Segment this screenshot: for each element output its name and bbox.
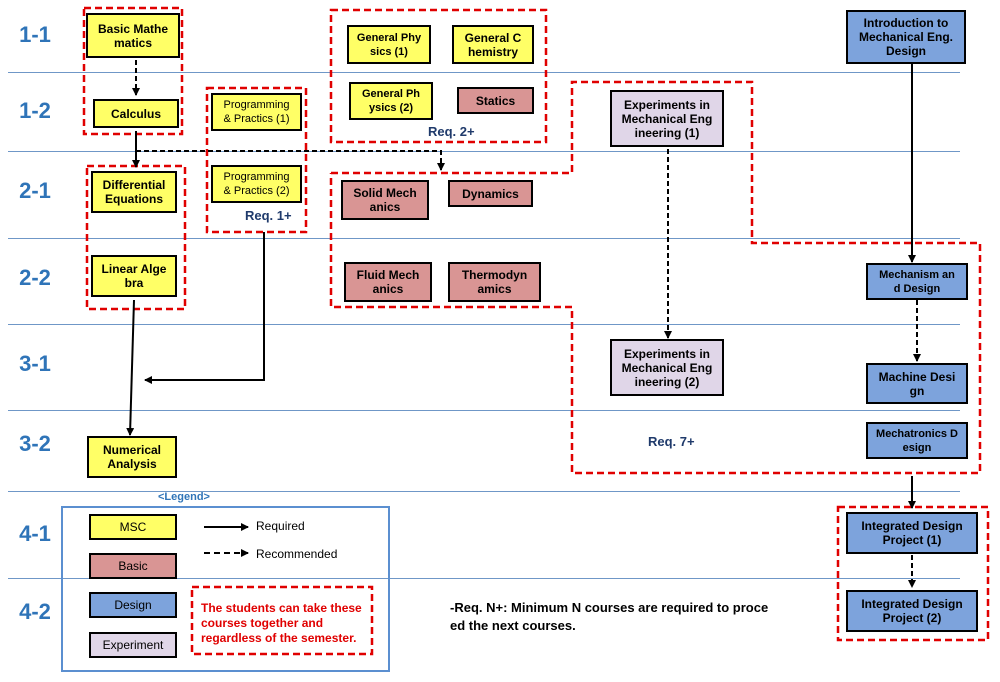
legend-msc-swatch: MSC bbox=[89, 514, 177, 540]
semester-label-2-2: 2-2 bbox=[19, 265, 51, 290]
course-integrated-design-1[interactable]: Integrated Design Project (1) bbox=[846, 512, 978, 554]
course-statics[interactable]: Statics bbox=[457, 87, 534, 114]
course-mechatronics-design[interactable]: Mechatronics D esign bbox=[866, 422, 968, 459]
semester-label-2-1: 2-1 bbox=[19, 178, 51, 203]
semester-label-3-1: 3-1 bbox=[19, 351, 51, 376]
arrow-calculus-to-engineering bbox=[136, 150, 445, 171]
legend-basic-swatch: Basic bbox=[89, 553, 177, 579]
legend-recommended-label: Recommended bbox=[256, 547, 338, 561]
semester-label-4-2: 4-2 bbox=[19, 599, 51, 624]
legend-experiment-swatch: Experiment bbox=[89, 632, 177, 658]
course-general-physics-1[interactable]: General Phy sics (1) bbox=[347, 25, 431, 64]
semester-label-3-2: 3-2 bbox=[19, 431, 51, 456]
semester-label-1-2: 1-2 bbox=[19, 98, 51, 123]
course-dynamics[interactable]: Dynamics bbox=[448, 180, 533, 207]
course-thermodynamics[interactable]: Thermodyn amics bbox=[448, 262, 541, 302]
course-numerical-analysis[interactable]: Numerical Analysis bbox=[87, 436, 177, 478]
course-programming-1[interactable]: Programming & Practics (1) bbox=[211, 93, 302, 131]
legend-title: <Legend> bbox=[158, 491, 210, 503]
legend-note: The students can take these courses toge… bbox=[201, 601, 362, 645]
course-solid-mechanics[interactable]: Solid Mech anics bbox=[341, 180, 429, 220]
course-general-physics-2[interactable]: General Ph ysics (2) bbox=[349, 82, 433, 120]
requirement-label-1: Req. 1+ bbox=[245, 208, 292, 223]
semester-label-4-1: 4-1 bbox=[19, 521, 51, 546]
semester-divider bbox=[8, 238, 960, 239]
group-frame-sciences bbox=[329, 8, 548, 144]
course-linear-algebra[interactable]: Linear Alge bra bbox=[91, 255, 177, 297]
group-frame-capstone bbox=[836, 505, 990, 642]
group-frame-programming bbox=[205, 86, 308, 234]
legend-design-swatch: Design bbox=[89, 592, 177, 618]
legend-frame bbox=[61, 506, 390, 672]
course-differential-equations[interactable]: Differential Equations bbox=[91, 171, 177, 213]
arrow-programming-to-numerical bbox=[144, 232, 265, 384]
course-mechanism-design[interactable]: Mechanism an d Design bbox=[866, 263, 968, 300]
course-fluid-mechanics[interactable]: Fluid Mech anics bbox=[344, 262, 432, 302]
arrow-linear-to-numerical bbox=[126, 299, 135, 436]
semester-divider bbox=[8, 324, 960, 325]
semester-divider bbox=[8, 410, 960, 411]
semester-divider bbox=[8, 578, 960, 579]
requirement-label-2: Req. 2+ bbox=[428, 124, 475, 139]
course-basic-mathematics[interactable]: Basic Mathe matics bbox=[86, 13, 180, 58]
course-experiments-2[interactable]: Experiments in Mechanical Eng ineering (… bbox=[610, 339, 724, 396]
course-machine-design[interactable]: Machine Desi gn bbox=[866, 363, 968, 404]
course-general-chemistry[interactable]: General C hemistry bbox=[452, 25, 534, 64]
course-intro-mech-design[interactable]: Introduction to Mechanical Eng. Design bbox=[846, 10, 966, 64]
semester-divider bbox=[8, 72, 960, 73]
group-frame-math-1 bbox=[82, 6, 184, 136]
semester-divider bbox=[8, 491, 960, 492]
semester-divider bbox=[8, 151, 960, 152]
group-frame-engineering bbox=[329, 80, 982, 475]
legend-required-label: Required bbox=[256, 519, 305, 533]
course-integrated-design-2[interactable]: Integrated Design Project (2) bbox=[846, 590, 978, 632]
requirement-label-7: Req. 7+ bbox=[648, 434, 695, 449]
course-experiments-1[interactable]: Experiments in Mechanical Eng ineering (… bbox=[610, 90, 724, 147]
legend-note-frame bbox=[190, 585, 374, 656]
course-programming-2[interactable]: Programming & Practics (2) bbox=[211, 165, 302, 203]
requirement-footnote: -Req. N+: Minimum N courses are required… bbox=[450, 600, 769, 633]
semester-label-1-1: 1-1 bbox=[19, 22, 51, 47]
course-calculus[interactable]: Calculus bbox=[93, 99, 179, 128]
